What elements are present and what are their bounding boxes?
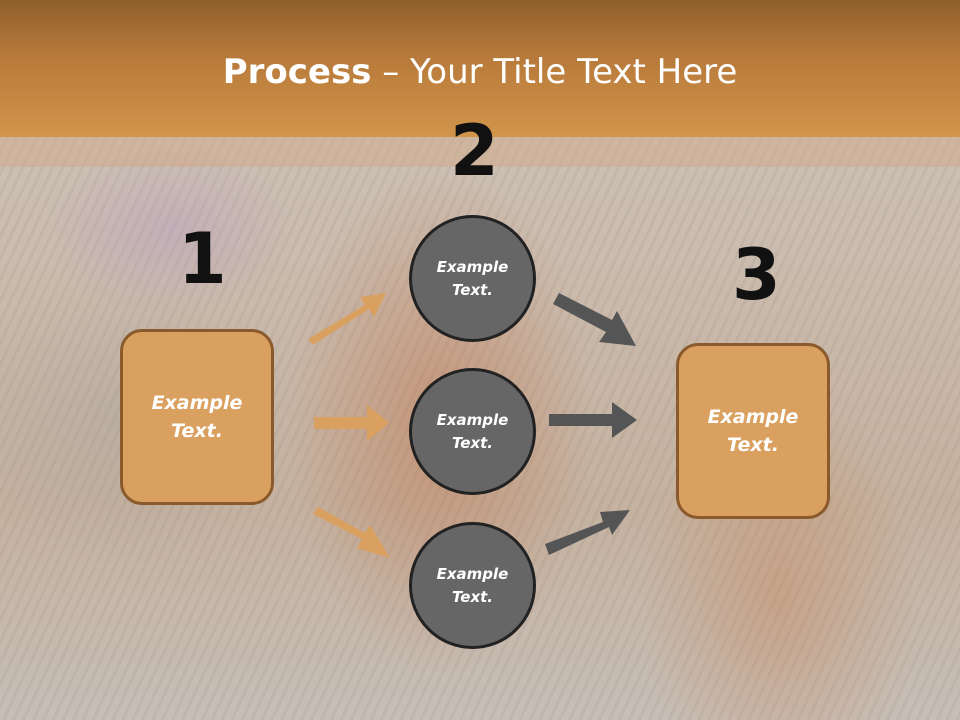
arrow-to-circle-1 [308,293,386,345]
title-header-bar [0,0,960,137]
circle-2-line2: Text. [451,433,493,452]
circle-1-line2: Text. [451,280,493,299]
arrow-from-circle-1 [553,293,636,346]
left-box-line1: Example [151,391,243,414]
step-number-3: 3 [732,234,781,316]
arrow-from-circle-2 [549,402,637,438]
process-circle-3: Example Text. [409,522,536,649]
right-box-line1: Example [707,405,799,428]
circle-2-line1: Example [436,411,509,429]
right-process-box: Example Text. [676,343,830,519]
left-process-box: Example Text. [120,329,274,505]
circle-3-line1: Example [436,565,509,583]
arrow-to-circle-3 [313,507,390,558]
process-circle-2: Example Text. [409,368,536,495]
arrow-to-circle-2 [314,405,389,441]
left-box-line2: Text. [171,420,223,442]
arrow-from-circle-3 [545,510,630,555]
header-shadow-band [0,137,960,167]
circle-1-line1: Example [436,258,509,276]
right-box-line2: Text. [727,434,779,456]
circle-3-line2: Text. [451,587,493,606]
title-bold-part: Process [222,52,372,92]
right-arrows [545,293,637,555]
step-number-2: 2 [450,110,499,192]
title-rest-part: – Your Title Text Here [371,52,738,92]
step-number-1: 1 [178,218,227,300]
left-arrows [308,293,390,558]
slide-title: Process – Your Title Text Here [0,52,960,92]
process-circle-1: Example Text. [409,215,536,342]
